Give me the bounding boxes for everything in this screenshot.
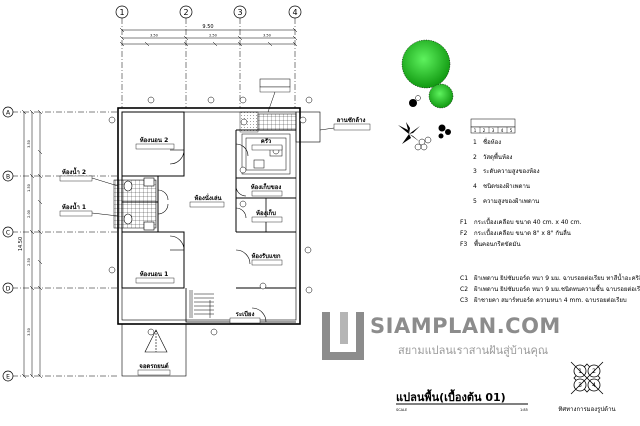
dim-left-3: 2.00 xyxy=(27,210,31,218)
legend-item-2-text: วัสดุพื้นห้อง xyxy=(483,151,513,161)
room-label-porch: ระเบียง xyxy=(236,310,255,318)
room-label-bath1: ห้องน้ำ 1 xyxy=(62,201,86,211)
legend-item-1-num: 1 xyxy=(473,139,477,146)
dim-left-2: 1.50 xyxy=(27,184,31,192)
legend-floor-3-code: F3 xyxy=(460,241,467,248)
axis-row-a: A xyxy=(6,110,11,117)
legend-cell-5: 5 xyxy=(510,128,513,133)
service-tile-floor xyxy=(257,113,297,131)
legend-floor-2-text: กระเบื้องเคลือบ ขนาด 8" x 8" กันลื่น xyxy=(474,227,571,237)
legend-ceiling-2-text: ฝ้าเพดาน ยิปซัมบอร์ด หนา 9 มม.ชนิดทนความ… xyxy=(474,283,640,293)
legend-item-1-text: ชื่อห้อง xyxy=(483,138,501,146)
room-label-bath2: ห้องน้ำ 2 xyxy=(62,166,86,176)
flower-plant-2-icon xyxy=(438,124,451,139)
room-label-bedroom2: ห้องนอน 2 xyxy=(140,136,169,144)
axis-row-c: C xyxy=(6,230,10,237)
legend-header-table: 1 2 3 4 5 xyxy=(470,118,516,134)
legend-item-4-num: 4 xyxy=(473,183,477,190)
dim-left-4: 2.50 xyxy=(27,258,31,266)
room-label-bedroom1: ห้องนอน 1 xyxy=(140,270,169,278)
axis-row-b: B xyxy=(6,174,10,181)
watermark-tagline: สยามแปลนเราสานฝันสู่บ้านคุณ xyxy=(398,344,548,357)
legend-item-4-text: ชนิดของฝ้าเพดาน xyxy=(483,183,530,190)
legend-cell-1: 1 xyxy=(474,128,477,133)
room-label-service: ลานซักล้าง xyxy=(337,116,366,124)
overall-depth-dim: 14.50 xyxy=(18,237,24,251)
laundry-dotted-floor xyxy=(239,111,259,133)
legend-item-2-num: 2 xyxy=(473,154,477,161)
watermark-brand: SIAMPLAN.COM xyxy=(370,314,561,338)
doors xyxy=(157,143,267,323)
elevation-markers xyxy=(108,96,313,336)
tree-large xyxy=(401,39,451,89)
dim-top-1: 3.50 xyxy=(150,34,158,38)
bathroom-tile-floor xyxy=(113,179,157,229)
scale-label: SCALE xyxy=(396,408,407,412)
top-dimensions xyxy=(119,27,298,47)
room-label-laundry: ห้องเก็บของ xyxy=(251,182,282,191)
scale-value: 1:85 xyxy=(520,408,528,412)
shrub-icon xyxy=(409,95,421,107)
compass-num-3: 3 xyxy=(578,382,582,389)
axis-grid xyxy=(12,18,296,377)
axis-col-3: 3 xyxy=(237,8,242,17)
room-label-carport: จอดรถยนต์ xyxy=(139,362,168,370)
flower-plant-icon xyxy=(414,136,432,151)
legend-ceiling-1-text: ฝ้าเพดาน ยิปซัมบอร์ด หนา 9 มม. ฉาบรอยต่อ… xyxy=(474,272,640,282)
tree-small xyxy=(428,83,454,109)
legend-cell-4: 4 xyxy=(501,128,504,133)
dim-left-5: 3.50 xyxy=(27,328,31,336)
room-label-living: ห้องนั่งเล่น xyxy=(194,193,222,202)
legend-cell-3: 3 xyxy=(492,128,495,133)
legend-floor-2-code: F2 xyxy=(460,230,467,237)
room-label-kitchen: ครัว xyxy=(261,137,272,145)
legend-floor-3-text: พื้นคอนกรีตขัดมัน xyxy=(474,238,521,248)
room-label-storage: ห้องเก็บ xyxy=(256,208,276,217)
trees xyxy=(398,39,454,151)
compass-caption: ทิศทางการมองรูปด้าน xyxy=(558,406,615,413)
axis-col-4: 4 xyxy=(292,8,297,17)
legend-ceiling-1-code: C1 xyxy=(460,275,468,282)
legend-cell-2: 2 xyxy=(483,128,486,133)
axis-row-e: E xyxy=(6,374,10,381)
siamplan-watermark: SIAMPLAN.COM สยามแปลนเราสานฝันสู่บ้านคุณ xyxy=(322,312,561,360)
compass-num-4: 4 xyxy=(592,382,596,389)
axis-row-d: D xyxy=(6,286,11,293)
room-labels: ห้องนอน 2 ห้องนอน 1 ห้องนั่งเล่น ครัว ห้… xyxy=(59,78,371,376)
compass-icon xyxy=(570,361,604,395)
row-axis-bubbles: A B C D E xyxy=(2,106,14,382)
left-dimensions xyxy=(21,109,43,379)
legend-item-3-text: ระดับความสูงของห้อง xyxy=(483,168,540,175)
palm-plant-icon xyxy=(398,122,420,144)
axis-col-2: 2 xyxy=(183,8,188,17)
overall-width-dim: 9.50 xyxy=(202,24,213,30)
compass-num-1: 1 xyxy=(578,368,582,375)
carport xyxy=(121,323,187,377)
legend-item-5-num: 5 xyxy=(473,198,477,205)
dim-top-2: 2.50 xyxy=(209,34,217,38)
compass-num-2: 2 xyxy=(592,368,596,375)
legend-ceiling-3-text: ฝ้าชายคา สมาร์ทบอร์ด ความหนา 4 mm. ฉาบรอ… xyxy=(474,296,627,304)
legend-floor-1-text: กระเบื้องเคลือบ ขนาด 40 cm. x 40 cm. xyxy=(474,216,582,226)
plan-title: แปลนพื้น(เบื้องต้น 01) xyxy=(396,389,506,404)
dim-top-3: 3.50 xyxy=(263,34,271,38)
axis-col-1: 1 xyxy=(119,8,124,17)
legend-ceiling-3-code: C3 xyxy=(460,297,468,304)
drawing-title: แปลนพื้น(เบื้องต้น 01) SCALE 1:85 xyxy=(396,389,528,412)
legend-item-3-num: 3 xyxy=(473,168,477,175)
room-label-dining: ห้องรับแขก xyxy=(251,252,280,260)
kitchen-fixtures xyxy=(241,133,291,175)
entry-steps xyxy=(189,290,214,318)
column-axis-bubbles: 1 2 3 4 xyxy=(115,5,302,19)
legend-ceiling-2-code: C2 xyxy=(460,286,468,293)
legend-item-5-text: ความสูงของฝ้าเพดาน xyxy=(483,198,539,205)
legend-floor-1-code: F1 xyxy=(460,219,467,226)
dim-left-1: 3.50 xyxy=(27,140,31,148)
bathroom-fixtures xyxy=(123,177,155,231)
legend-items: 1 ชื่อห้อง 2 วัสดุพื้นห้อง 3 ระดับความสู… xyxy=(460,138,640,304)
